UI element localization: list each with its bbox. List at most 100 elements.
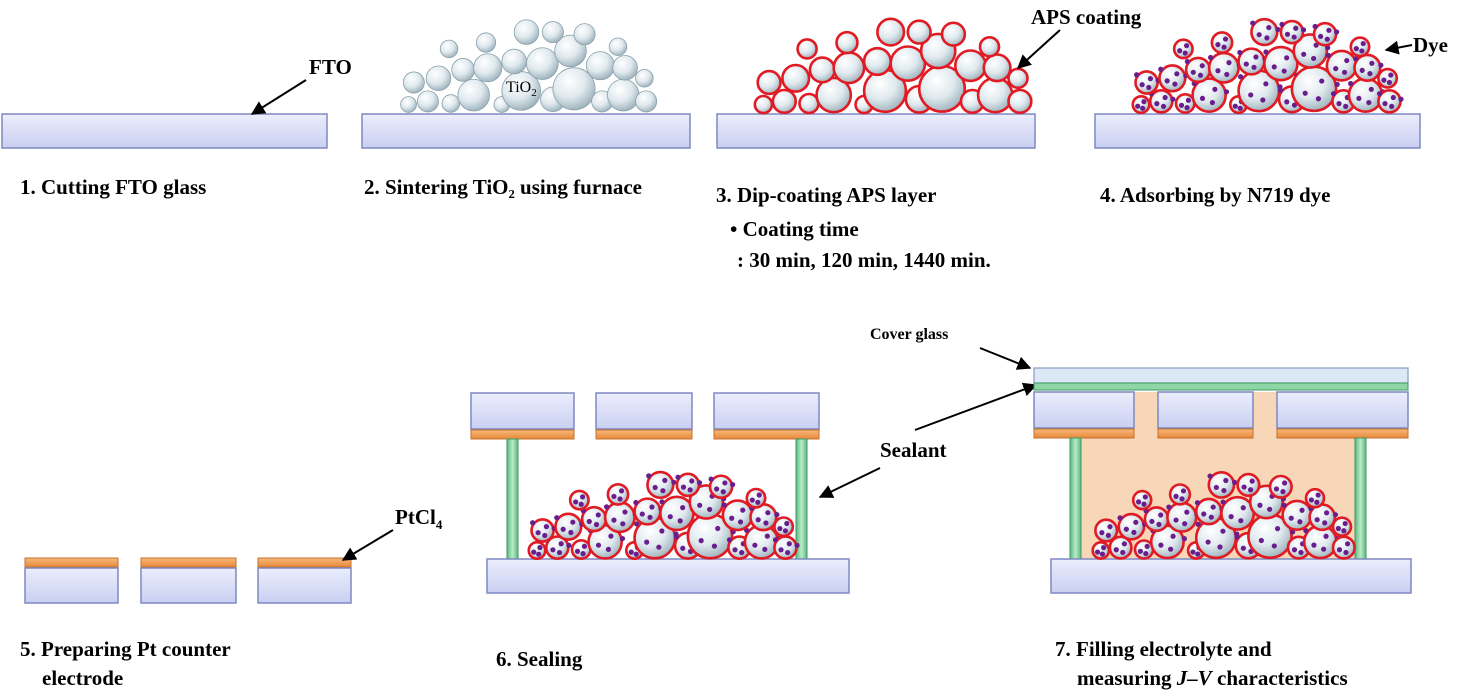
- dye-molecule: [646, 473, 652, 479]
- dye-molecule: [633, 551, 639, 557]
- dye-molecule: [647, 514, 653, 520]
- dye-molecule: [1178, 102, 1185, 108]
- arrow-icon: [914, 382, 1038, 431]
- dye-molecule: [1308, 497, 1314, 503]
- dye-molecule: [1144, 543, 1150, 549]
- aps-coated-particle: [1281, 499, 1313, 531]
- dye-molecule: [1267, 506, 1273, 512]
- tio2-particle: [612, 55, 638, 81]
- dye-molecule: [1136, 499, 1142, 505]
- dye-molecule: [689, 478, 695, 484]
- dye-molecule: [785, 549, 791, 556]
- dye-molecule: [1146, 84, 1152, 91]
- dye-molecule: [1160, 103, 1167, 109]
- dye-molecule: [1223, 89, 1230, 95]
- dye-molecule: [732, 547, 738, 553]
- dye-molecule: [543, 524, 550, 530]
- dye-molecule: [581, 543, 588, 549]
- dye-molecule: [1273, 486, 1280, 492]
- fto-glass-2: [361, 113, 691, 149]
- dye-molecule: [1359, 67, 1365, 73]
- dye-molecule: [1240, 505, 1246, 511]
- fto-glass-4: [1094, 113, 1421, 149]
- dye-molecule: [1181, 536, 1188, 542]
- aps-coated-particle: [1131, 94, 1151, 115]
- dye-molecule: [1315, 96, 1322, 102]
- dye-molecule: [1293, 25, 1299, 31]
- dye-molecule: [1341, 69, 1348, 75]
- dye-molecule: [1248, 92, 1254, 98]
- dye-molecule: [1190, 549, 1196, 555]
- dye-molecule: [675, 474, 681, 480]
- dye-molecule: [550, 547, 556, 553]
- dye-molecule: [1232, 479, 1238, 485]
- dye-molecule: [722, 480, 728, 486]
- dye-molecule: [1220, 499, 1226, 505]
- tio2-particle-layer: [400, 19, 658, 113]
- dye-molecule: [1334, 81, 1340, 87]
- dye-molecule: [622, 509, 628, 515]
- dye-molecule: [1356, 95, 1362, 102]
- dye-molecule: [1199, 95, 1206, 102]
- dye-molecule: [1210, 504, 1216, 510]
- aps-coated-particle: [1131, 489, 1153, 511]
- dye-molecule: [1271, 543, 1277, 549]
- dye-molecule: [1322, 520, 1328, 526]
- dye-molecule: [1143, 550, 1149, 557]
- aps-coated-particle: [906, 19, 932, 45]
- dye-molecule: [1313, 42, 1319, 48]
- aps-coated-particle: [554, 512, 583, 541]
- dye-molecule: [1378, 62, 1384, 68]
- dye-molecule: [763, 520, 769, 526]
- dye-molecule: [659, 499, 665, 505]
- dye-molecule: [1388, 72, 1394, 78]
- dye-molecule: [1107, 524, 1113, 530]
- tio2-particle: [608, 37, 628, 57]
- dye-molecule: [671, 479, 677, 485]
- dye-molecule: [1099, 530, 1105, 536]
- dye-molecule: [531, 549, 537, 555]
- dye-molecule: [574, 548, 581, 554]
- dye-molecule: [1194, 500, 1201, 506]
- aps-coated-particle: [568, 489, 590, 511]
- aps-coated-particle-layer: [753, 17, 1033, 115]
- dye-molecule: [707, 506, 713, 513]
- dye-molecule: [1182, 50, 1188, 56]
- dye-molecule: [1336, 547, 1343, 553]
- arrow-icon: [1016, 29, 1061, 69]
- step-5-caption-line2: electrode: [42, 666, 124, 690]
- aps-coated-particle: [1210, 31, 1234, 55]
- dye-molecule: [1113, 547, 1119, 553]
- dye-molecule: [782, 528, 789, 534]
- dye-molecule: [1368, 86, 1374, 92]
- dye-molecule: [1226, 60, 1232, 66]
- sealant-label: Sealant: [880, 438, 947, 462]
- dye-molecule: [1303, 527, 1309, 534]
- dye-molecule: [755, 517, 761, 523]
- dye-molecule: [1139, 82, 1145, 88]
- dye-molecule: [578, 501, 584, 507]
- dye-molecule: [1205, 539, 1211, 545]
- dye-molecule: [659, 528, 665, 534]
- aps-coated-particle: [1158, 64, 1187, 93]
- tio2-particle: [402, 71, 425, 94]
- dye-molecule: [1314, 499, 1320, 505]
- dye-molecule: [1241, 484, 1247, 490]
- dye-molecule: [1353, 56, 1359, 62]
- dye-molecule: [794, 542, 800, 548]
- dye-molecule: [1334, 29, 1340, 35]
- dye-molecule: [1284, 55, 1290, 61]
- aps-coated-particle: [982, 53, 1012, 83]
- aps-coated-particle: [796, 38, 818, 60]
- step-3-times: : 30 min, 120 min, 1440 min.: [737, 248, 991, 272]
- aps-coated-particle: [1094, 518, 1119, 543]
- dye-molecule: [772, 537, 779, 543]
- dye-molecule: [542, 532, 548, 539]
- dye-molecule: [756, 492, 762, 498]
- dye-molecule: [1158, 542, 1164, 548]
- dye-molecule: [1234, 534, 1240, 540]
- dye-molecule: [1302, 90, 1308, 96]
- dye-molecule: [619, 535, 626, 542]
- dye-molecule: [1367, 70, 1373, 77]
- dye-molecule: [1199, 63, 1205, 69]
